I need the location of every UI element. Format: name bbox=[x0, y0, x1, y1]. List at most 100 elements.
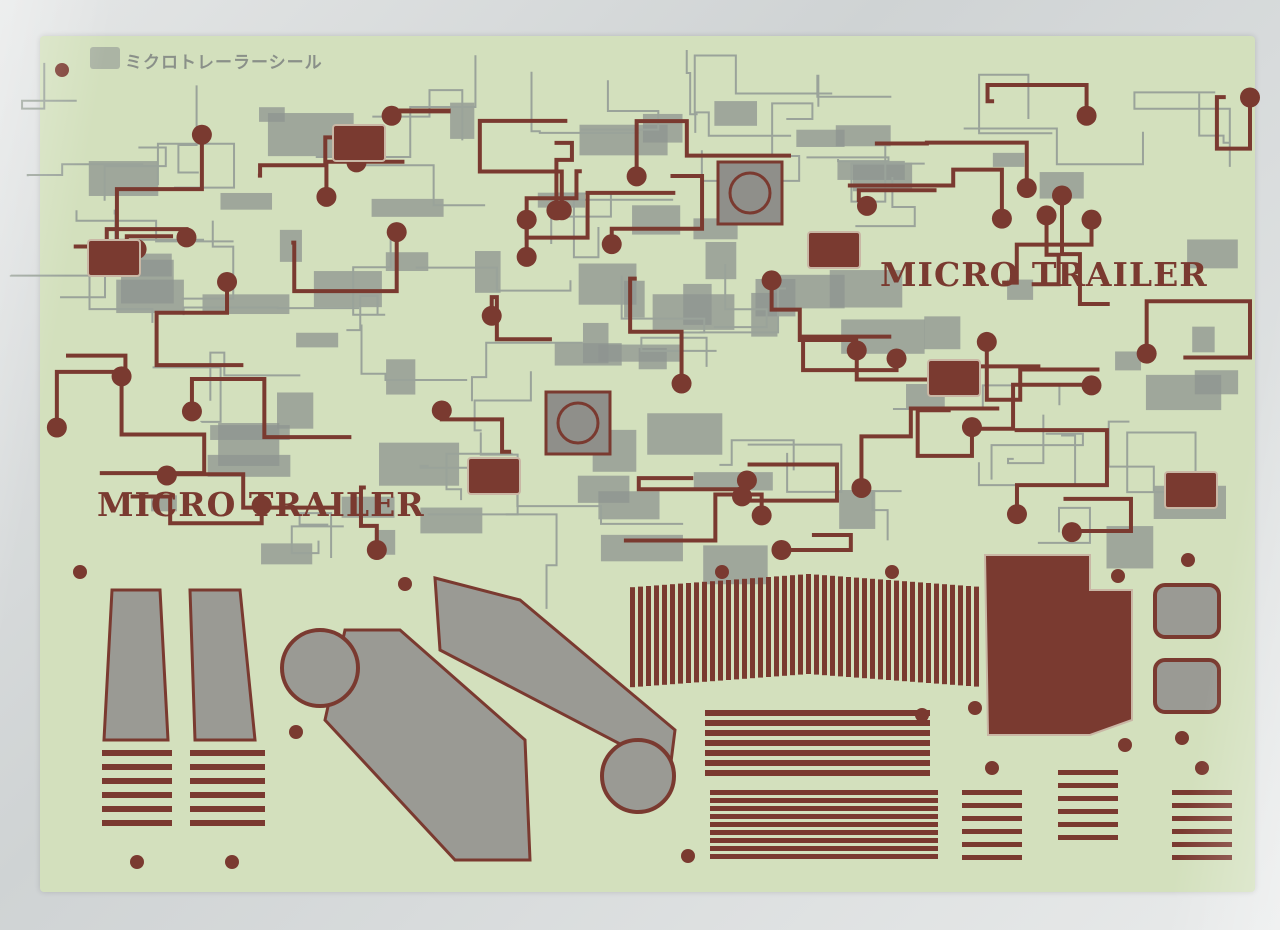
solder-dot bbox=[316, 186, 337, 207]
thin-trace bbox=[698, 287, 786, 334]
marker-dot bbox=[225, 855, 239, 869]
grille-bar bbox=[798, 574, 803, 675]
stripe bbox=[710, 830, 938, 835]
gray-block bbox=[341, 496, 395, 518]
thin-trace bbox=[156, 142, 236, 189]
thin-trace bbox=[640, 336, 717, 367]
chip bbox=[332, 124, 386, 162]
thin-trace bbox=[850, 142, 925, 203]
stripe bbox=[102, 806, 172, 812]
thin-trace bbox=[816, 74, 892, 107]
solder-dot bbox=[1036, 205, 1057, 226]
solder-dot bbox=[381, 105, 402, 126]
marker-dot bbox=[398, 577, 412, 591]
brown-trace bbox=[609, 174, 705, 245]
grille-bar bbox=[902, 581, 907, 682]
grille-bar bbox=[846, 577, 851, 677]
grille-bar bbox=[958, 585, 963, 686]
brown-trace bbox=[781, 532, 853, 552]
grille-bar bbox=[806, 574, 811, 674]
stripe bbox=[102, 778, 172, 784]
marker-dot bbox=[55, 63, 69, 77]
solder-dot bbox=[732, 486, 753, 507]
grille-bar bbox=[782, 575, 787, 676]
sticker-panel bbox=[433, 576, 677, 773]
solder-dot bbox=[386, 222, 407, 243]
thin-trace bbox=[747, 443, 843, 493]
target-box bbox=[716, 160, 784, 226]
stripe bbox=[705, 720, 930, 726]
solder-dot bbox=[976, 331, 997, 352]
grille-bar bbox=[710, 581, 715, 682]
grille-bar bbox=[830, 575, 835, 676]
grille-bar bbox=[966, 586, 971, 686]
gray-block bbox=[835, 125, 891, 147]
grille-bar bbox=[678, 583, 683, 684]
solder-dot bbox=[851, 477, 872, 498]
stripe bbox=[962, 816, 1022, 821]
gray-block bbox=[296, 332, 339, 348]
solder-dot bbox=[1081, 375, 1102, 396]
brown-trace bbox=[54, 353, 128, 428]
thin-trace bbox=[990, 432, 1084, 480]
solder-dot bbox=[1051, 185, 1072, 206]
grille-bar bbox=[886, 580, 891, 680]
solder-dot bbox=[191, 124, 212, 145]
gray-block bbox=[796, 129, 845, 147]
stripe bbox=[705, 740, 930, 746]
thin-trace bbox=[1133, 91, 1231, 167]
chip bbox=[927, 359, 981, 397]
brown-trace bbox=[154, 281, 244, 368]
gray-block bbox=[1187, 239, 1238, 269]
brown-trace bbox=[291, 232, 399, 294]
marker-dot bbox=[1175, 731, 1189, 745]
stripe bbox=[962, 842, 1022, 847]
stripe bbox=[1172, 855, 1232, 860]
thin-trace bbox=[1126, 431, 1197, 494]
grille-bar bbox=[702, 581, 707, 682]
stripe bbox=[710, 846, 938, 851]
stripe bbox=[1172, 816, 1232, 821]
grille-bar bbox=[638, 586, 643, 687]
thin-trace bbox=[963, 127, 1144, 166]
brown-trace bbox=[99, 376, 207, 476]
stripe bbox=[705, 750, 930, 756]
stripe bbox=[1058, 796, 1118, 801]
grille-bar bbox=[814, 574, 819, 675]
thin-trace bbox=[530, 71, 640, 134]
micro-trailer-label-1: MICRO TRAILER bbox=[880, 255, 1208, 294]
grille-bar bbox=[750, 578, 755, 679]
solder-dot bbox=[156, 465, 177, 486]
chip bbox=[87, 239, 141, 277]
stripe bbox=[710, 790, 938, 795]
stripe bbox=[962, 855, 1022, 860]
grille-bar bbox=[774, 576, 779, 677]
brown-trace bbox=[477, 118, 568, 211]
solder-dot bbox=[1136, 343, 1157, 364]
thin-trace bbox=[473, 371, 532, 432]
gray-block bbox=[598, 344, 682, 362]
thin-trace bbox=[620, 275, 706, 334]
grille-bar bbox=[878, 579, 883, 680]
grille-bar bbox=[646, 586, 651, 686]
marker-dot bbox=[289, 725, 303, 739]
gray-block bbox=[703, 545, 768, 585]
solder-dot bbox=[1081, 209, 1102, 230]
solder-dot bbox=[736, 470, 757, 491]
stripe bbox=[1172, 803, 1232, 808]
solder-dot bbox=[886, 348, 907, 369]
gray-block bbox=[313, 271, 382, 308]
grille-bar bbox=[894, 580, 899, 681]
thin-trace bbox=[182, 306, 360, 316]
stripe bbox=[710, 838, 938, 843]
gray-block bbox=[371, 198, 444, 217]
marker-dot bbox=[681, 849, 695, 863]
marker-dot bbox=[1111, 569, 1125, 583]
solder-dot bbox=[856, 195, 877, 216]
stripe bbox=[102, 792, 172, 798]
thin-trace bbox=[352, 228, 392, 316]
stripe bbox=[710, 806, 938, 811]
solder-dot bbox=[431, 400, 452, 421]
solder-dot bbox=[1061, 522, 1082, 543]
